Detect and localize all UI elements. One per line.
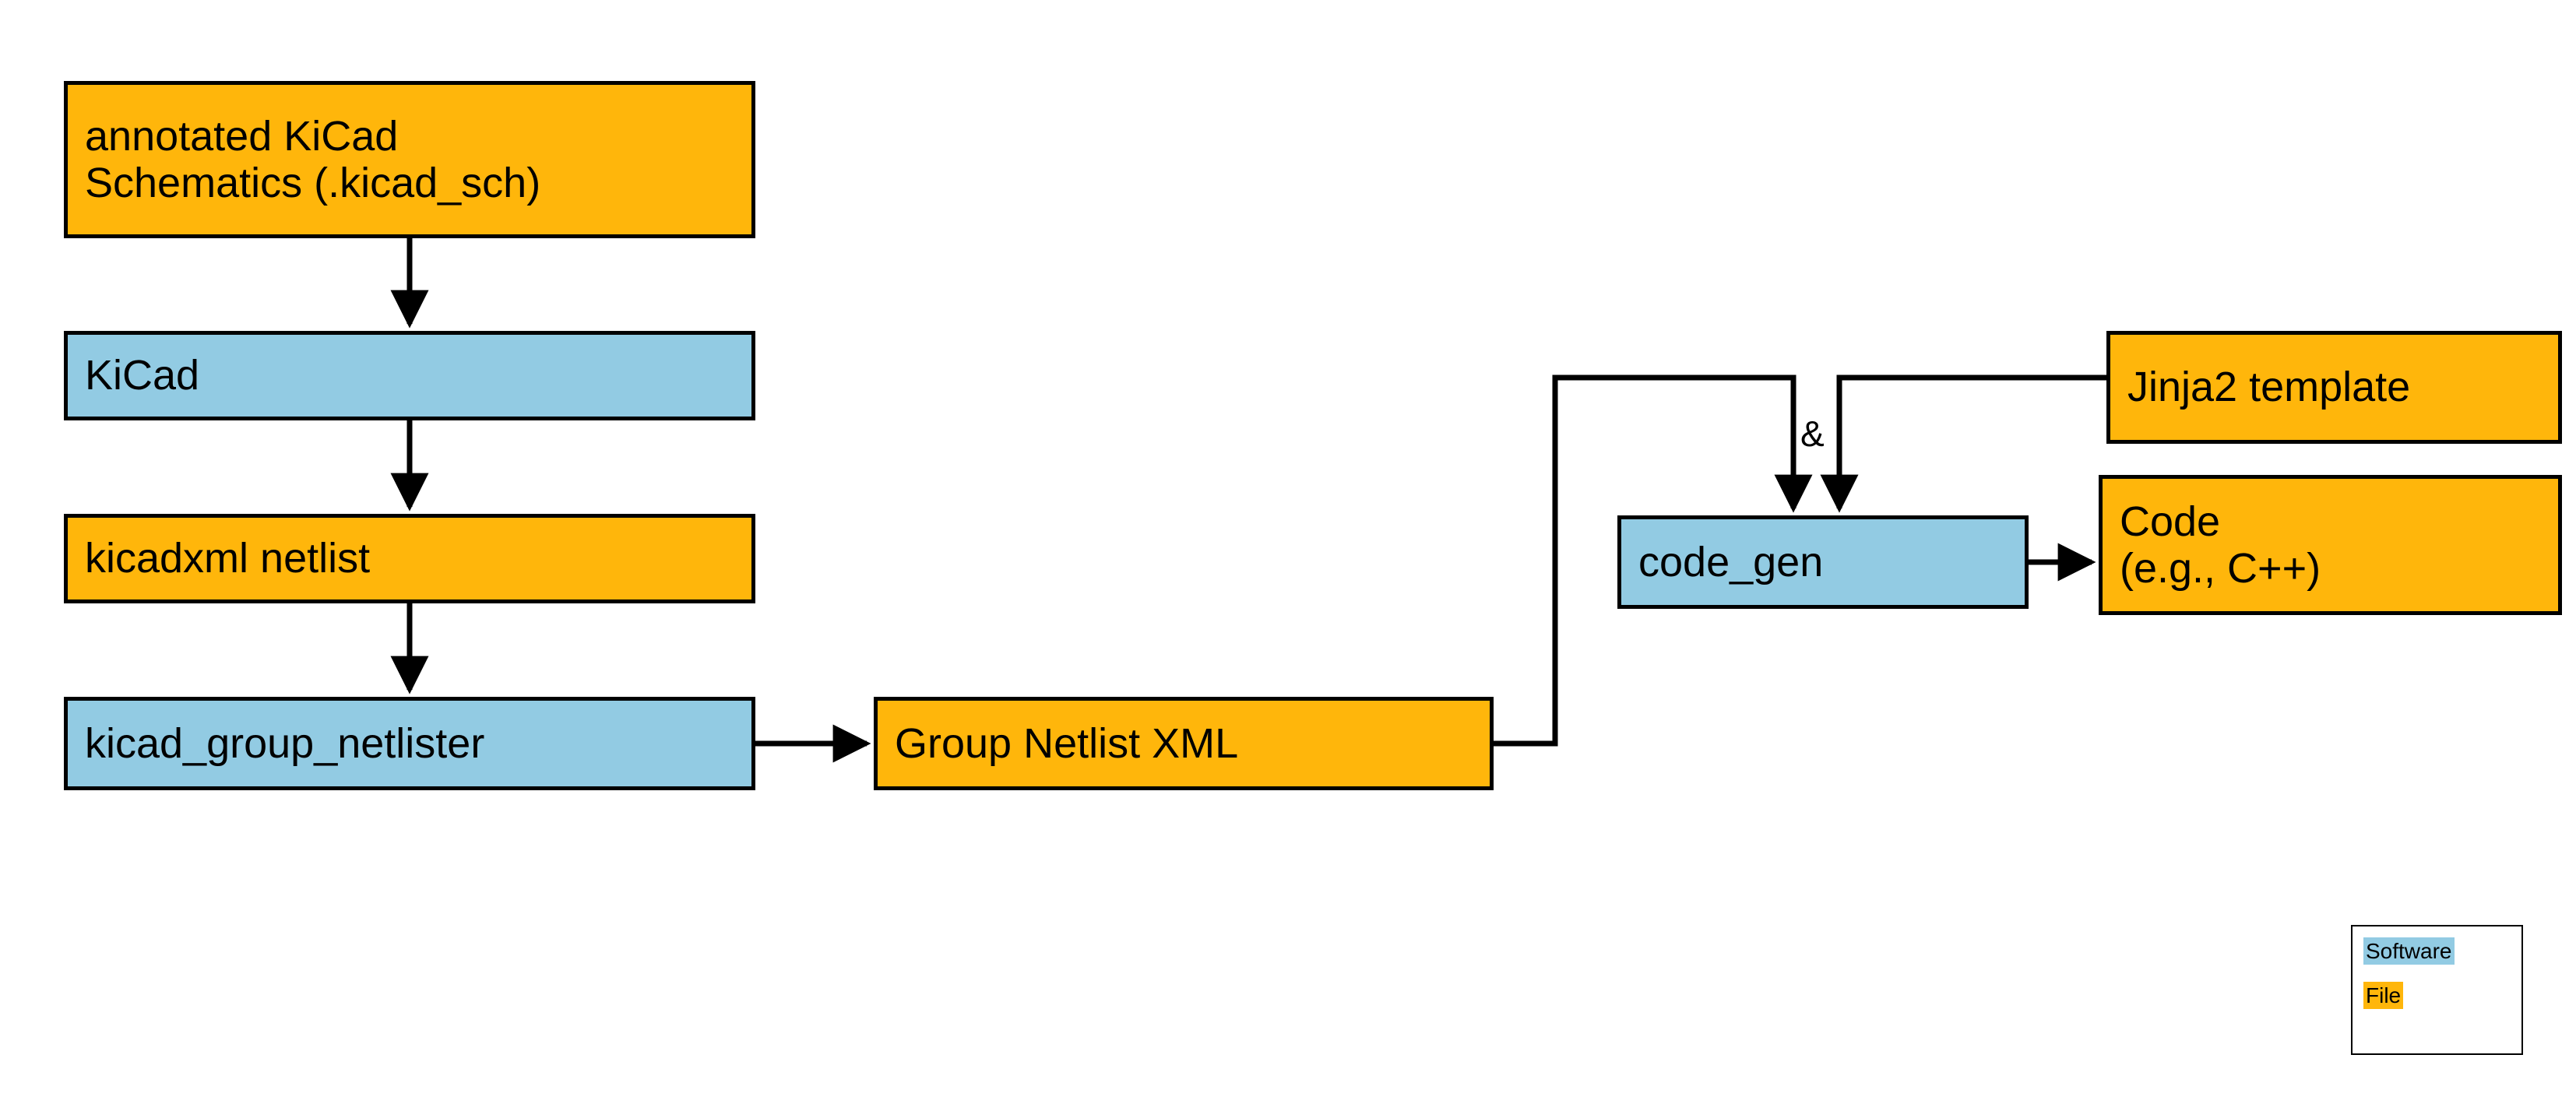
node-label: code_gen xyxy=(1638,538,1824,585)
node-label: Group Netlist XML xyxy=(895,719,1239,767)
node-kicad-group-netlister[interactable]: kicad_group_netlister xyxy=(64,697,755,790)
edge-jinja2-to-codegen xyxy=(1820,374,2106,513)
node-kicad[interactable]: KiCad xyxy=(64,331,755,420)
legend: Software File xyxy=(2351,925,2523,1055)
node-jinja2-template[interactable]: Jinja2 template xyxy=(2106,331,2562,444)
node-group-netlist-xml[interactable]: Group Netlist XML xyxy=(874,697,1494,790)
node-label: annotated KiCad Schematics (.kicad_sch) xyxy=(85,112,541,206)
node-label: Jinja2 template xyxy=(2127,364,2411,411)
node-label: KiCad xyxy=(85,352,200,399)
node-kicadxml-netlist[interactable]: kicadxml netlist xyxy=(64,514,755,603)
legend-item-software: Software xyxy=(2363,937,2521,965)
node-code-output[interactable]: Code (e.g., C++) xyxy=(2099,475,2562,615)
node-label: kicad_group_netlister xyxy=(85,719,485,767)
node-label: kicadxml netlist xyxy=(85,535,371,582)
node-label: Code (e.g., C++) xyxy=(2120,498,2321,592)
node-annotated-schematics[interactable]: annotated KiCad Schematics (.kicad_sch) xyxy=(64,81,755,238)
legend-item-file: File xyxy=(2363,982,2521,1010)
edge-label-ampersand: & xyxy=(1800,413,1825,454)
legend-label-software: Software xyxy=(2363,937,2455,965)
node-code-gen[interactable]: code_gen xyxy=(1617,515,2029,609)
legend-label-file: File xyxy=(2363,982,2404,1010)
